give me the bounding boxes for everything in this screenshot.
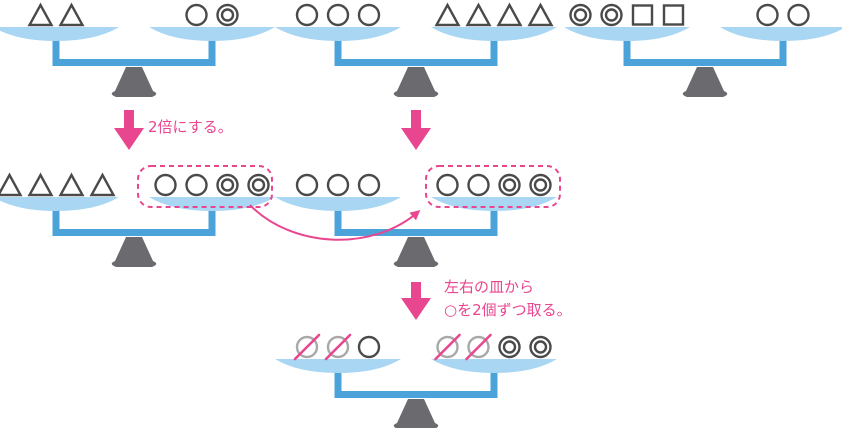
double_circle-icon (498, 173, 521, 197)
circle-icon (295, 3, 319, 27)
highlight-box-middle-middle-right (425, 165, 561, 208)
circle-icon (326, 3, 350, 27)
left-pan (0, 197, 119, 211)
highlight-box-middle-left-right (137, 165, 273, 208)
scale-beam (334, 200, 498, 236)
double_circle-icon (600, 3, 623, 27)
circle-icon (326, 173, 350, 197)
right-pan (149, 197, 275, 211)
balance-scale-bottom (275, 333, 557, 428)
scale-beam (52, 200, 216, 236)
circle-removed-icon (465, 333, 492, 361)
balance-scale-top-left (0, 2, 275, 97)
scale-beam (52, 30, 216, 66)
right-pan (431, 197, 557, 211)
triangle-icon (0, 172, 23, 197)
balance-scale-middle-middle (275, 173, 557, 267)
balance-scale-top-middle (275, 2, 557, 97)
left-pan (564, 27, 690, 41)
circle-icon (357, 3, 381, 27)
circle-icon (154, 173, 177, 197)
circle-removed-icon (324, 333, 352, 361)
triangle-icon (496, 2, 523, 27)
annotation-remove-line2: ○を2個ずつ取る。 (444, 301, 572, 319)
balance-scale-top-right (564, 3, 842, 97)
square-icon (662, 4, 685, 26)
triangle-icon (434, 2, 461, 27)
triangle-icon (58, 2, 85, 27)
left-pan (0, 27, 119, 41)
triangle-icon (27, 172, 54, 197)
down-arrow-remove (401, 282, 431, 320)
circle-icon (185, 3, 208, 27)
triangle-icon (527, 2, 554, 27)
triangle-icon (58, 172, 85, 197)
annotation-remove-line1: 左右の皿から (444, 278, 534, 296)
scale-stand (393, 399, 439, 428)
left-pan (275, 27, 401, 41)
double_circle-icon (216, 173, 239, 197)
triangle-icon (465, 2, 492, 27)
right-pan (720, 27, 842, 41)
circle-icon (436, 173, 459, 197)
right-pan (149, 27, 275, 41)
triangle-icon (89, 172, 116, 197)
circle-icon (357, 335, 381, 359)
scale-stand (393, 237, 439, 267)
scale-stand (111, 237, 157, 267)
triangle-icon (27, 2, 54, 27)
circle-icon (756, 3, 779, 27)
scale-stand (682, 67, 728, 97)
scale-beam (623, 30, 787, 66)
circle-icon (467, 173, 490, 197)
curved-arrow (249, 204, 421, 241)
double_circle-icon (247, 173, 270, 197)
double_circle-icon (216, 3, 239, 27)
double_circle-icon (529, 335, 552, 359)
scale-stand (111, 67, 157, 97)
left-pan (275, 359, 401, 373)
double_circle-icon (498, 335, 521, 359)
scale-beam (334, 30, 498, 66)
circle-icon (787, 3, 810, 27)
double_circle-icon (529, 173, 552, 197)
down-arrow-top-middle (401, 110, 431, 150)
scale-beam (334, 362, 498, 398)
circle-icon (295, 173, 319, 197)
circle-icon (357, 173, 381, 197)
down-arrow-double (114, 110, 144, 150)
circle-removed-icon (293, 333, 321, 361)
balance-scale-middle-left (0, 172, 275, 267)
right-pan (431, 359, 557, 373)
annotation-double: 2倍にする。 (148, 118, 233, 136)
left-pan (275, 197, 401, 211)
circle-icon (185, 173, 208, 197)
circle-removed-icon (434, 333, 461, 361)
double_circle-icon (569, 3, 592, 27)
scale-stand (393, 67, 439, 97)
right-pan (431, 27, 557, 41)
square-icon (631, 4, 654, 26)
